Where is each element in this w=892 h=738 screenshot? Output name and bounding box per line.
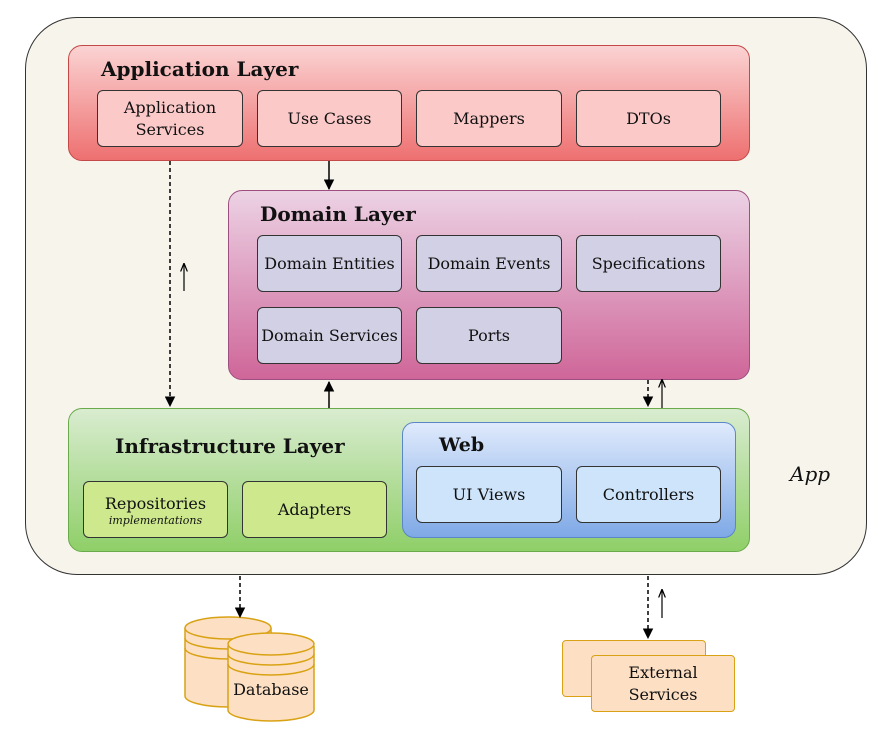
dtos-box: DTOs [576,90,721,147]
mappers-box: Mappers [416,90,562,147]
infrastructure-layer-title: Infrastructure Layer [115,434,345,458]
app-label: App [790,462,831,486]
web-layer-title: Web [439,434,485,456]
specifications-box: Specifications [576,235,721,292]
database-label: Database [233,680,309,699]
repositories-label: Repositories [104,493,207,513]
controllers-box: Controllers [576,466,721,523]
database-cylinders-icon [184,616,315,722]
external-services-box: External Services [591,655,735,712]
domain-services-box: Domain Services [257,307,402,364]
application-services-box: Application Services [97,90,243,147]
ports-box: Ports [416,307,562,364]
repositories-sublabel: implementations [108,513,203,527]
adapters-box: Adapters [242,481,387,538]
domain-events-box: Domain Events [416,235,562,292]
application-layer-title: Application Layer [101,57,299,81]
domain-layer-title: Domain Layer [260,202,416,226]
domain-entities-box: Domain Entities [257,235,402,292]
repositories-box: Repositories implementations [83,481,228,538]
use-cases-box: Use Cases [257,90,402,147]
ui-views-box: UI Views [416,466,562,523]
